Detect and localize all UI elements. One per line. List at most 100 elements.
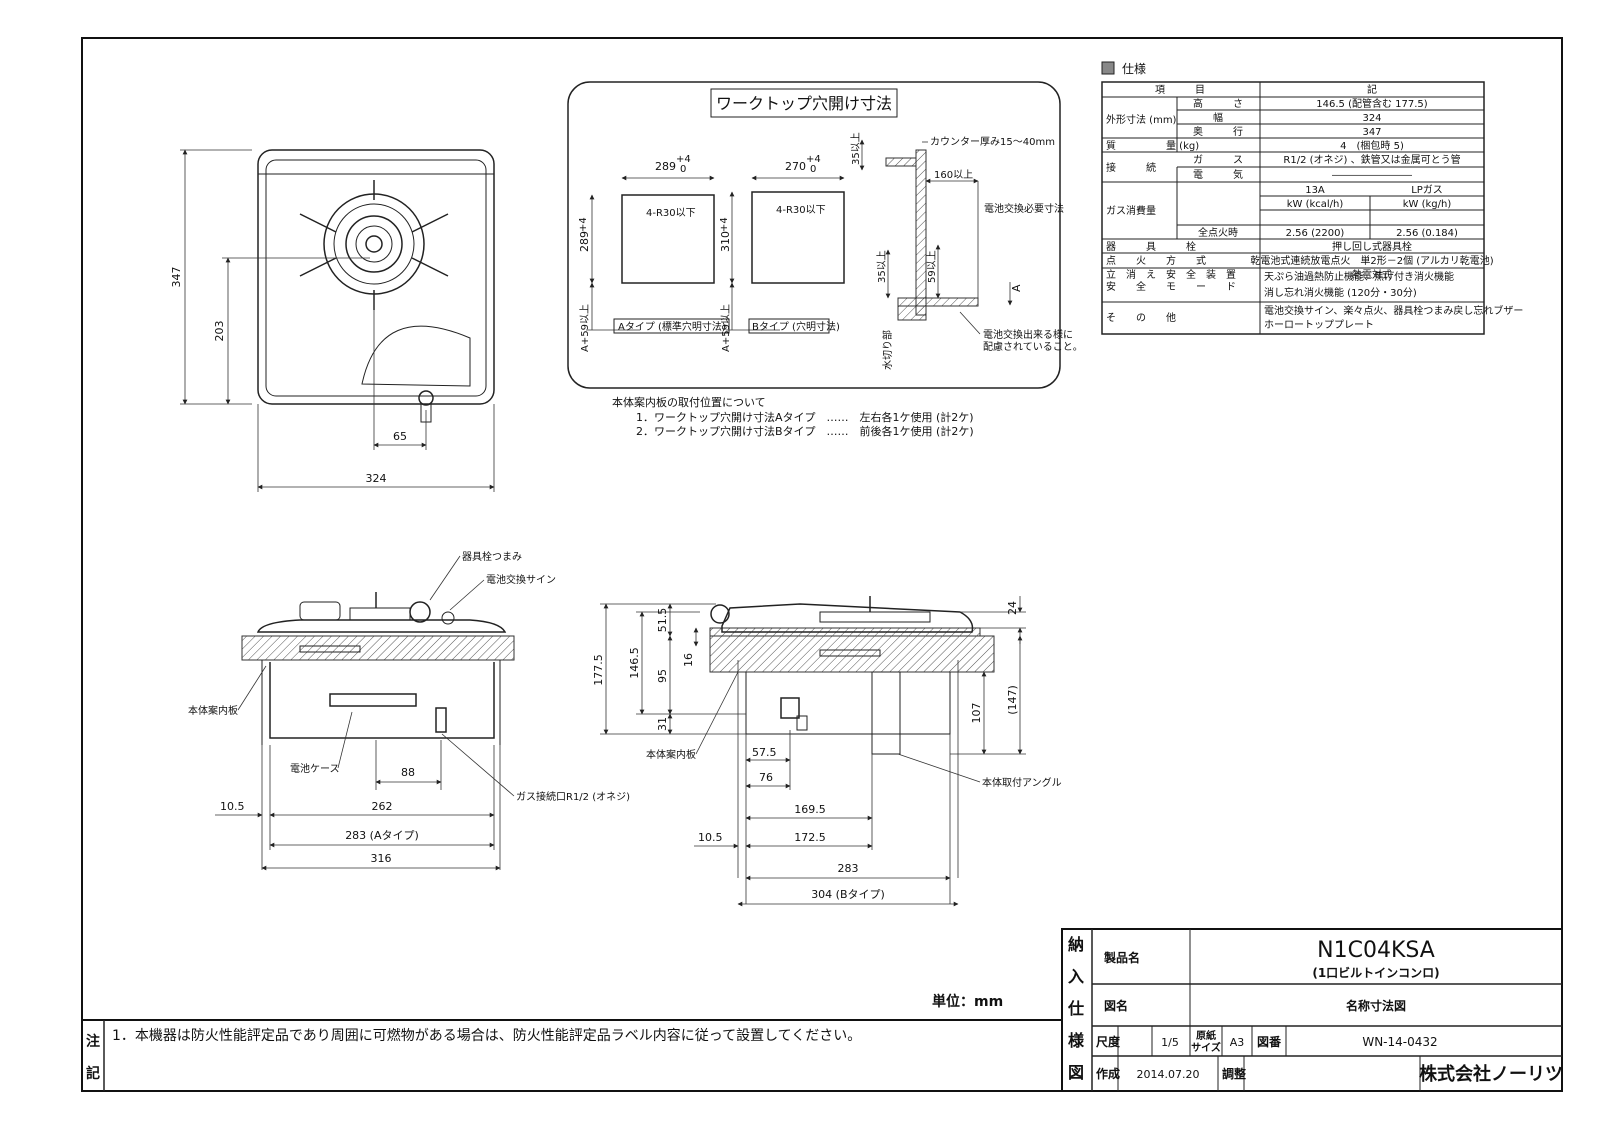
side-label-1: 納 [1068, 935, 1084, 954]
battery-space: 電池交換必要寸法 [984, 202, 1064, 215]
tol-zero-b-w: 0 [810, 164, 816, 175]
label-mount-angle: 本体取付アングル [982, 776, 1062, 789]
label-gas-conn: ガス接続口R1/2 (オネジ) [516, 790, 630, 803]
dim-35-upper: 35以上 [850, 132, 862, 165]
dim-95: 95 [656, 669, 669, 683]
cutout-b-offset: A+59以上 [720, 304, 732, 352]
dim-depth: 347 [170, 267, 183, 288]
spec-lp-full: 2.56 (0.184) [1396, 228, 1458, 239]
spec-13a-unit: kW (kcal/h) [1287, 199, 1344, 210]
tol-plus-a-d: +4 [578, 217, 589, 232]
spec-group-other: そ の 他 [1106, 311, 1176, 324]
spec-title: 仕様 [1122, 62, 1146, 76]
product-name-label: 製品名 [1103, 950, 1140, 965]
model-subtitle: (1口ビルトインコンロ) [1312, 965, 1439, 980]
side-label-4: 様 [1068, 1031, 1085, 1050]
front-view: 器具栓つまみ 電池交換サイン 本体案内板 電池ケース ガス接続口R1/2 (オネ… [188, 550, 630, 871]
drawing-title: 名称寸法図 [1346, 998, 1406, 1013]
spec-head-note: 記 [1367, 83, 1377, 96]
worktop-title: ワークトップ穴開け寸法 [716, 94, 892, 113]
dim-knob-offset: 65 [393, 430, 407, 443]
spec-value-other-1: 電池交換サイン、楽々点火、器具栓つまみ戻し忘れブザー [1264, 304, 1523, 317]
spec-value-other-2: ホーロートッププレート [1264, 319, 1374, 331]
spec-group-flame-safety: 立 消 え 安 全 装 置 [1106, 268, 1236, 281]
side-label-2: 入 [1068, 967, 1084, 986]
tol-plus-b-w: +4 [806, 154, 821, 165]
mount-note: 本体案内板の取付位置について 1．ワークトップ穴開け寸法Aタイプ …… 左右各1… [612, 395, 974, 438]
label-guide-plate-side: 本体案内板 [646, 748, 696, 761]
letter-a: A [1010, 284, 1023, 292]
spec-value-safety-2: 消し忘れ消火機能 (120分・30分) [1264, 286, 1417, 299]
dim-304b: 304 (Bタイプ) [811, 888, 885, 901]
label-battery-sign: 電池交換サイン [486, 573, 556, 586]
spec-value-safety-1: 天ぷら油過熱防止機能、焦げ付き消火機能 [1264, 270, 1454, 283]
spec-lp: LPガス [1411, 184, 1443, 196]
checked-label: 調整 [1222, 1066, 1246, 1081]
spec-13a-full: 2.56 (2200) [1286, 228, 1345, 239]
spec-value-gas: R1/2 (オネジ) 、鉄管又は金属可とう管 [1283, 153, 1460, 166]
spec-item-width: 幅 [1213, 111, 1223, 124]
dim-10-5-front: 10.5 [220, 800, 245, 813]
tol-zero-a-w: 0 [680, 164, 686, 175]
cutout-a-radius: 4-R30以下 [646, 208, 696, 219]
mount-note-line2: 2．ワークトップ穴開け寸法Bタイプ …… 前後各1ケ使用 (計2ケ) [636, 424, 974, 438]
dim-172-5: 172.5 [794, 831, 826, 844]
tol-plus-b-d: +4 [719, 217, 730, 232]
counter-section [915, 149, 927, 316]
spec-value-flame-safety: 熱電対式 [1352, 268, 1392, 281]
side-label-5: 図 [1068, 1063, 1084, 1082]
dim-35-lower: 35以上 [876, 250, 888, 283]
dim-169-5: 169.5 [794, 803, 826, 816]
dim-51-5: 51.5 [656, 608, 669, 633]
mount-angle [871, 671, 901, 755]
drawing-no-label: 図番 [1257, 1034, 1282, 1049]
spec-head-item: 項 目 [1155, 84, 1205, 96]
spec-group-mass: 質 量 (kg) [1106, 139, 1199, 152]
scale-label: 尺度 [1096, 1034, 1121, 1049]
knob-front [409, 601, 431, 623]
drawing-name-label: 図名 [1104, 998, 1128, 1013]
drawing-no: WN-14-0432 [1362, 1035, 1437, 1049]
side-view: 177.5 146.5 51.5 16 95 31 24 107 (147) 本… [592, 596, 1062, 907]
notes-label-2: 記 [86, 1065, 100, 1082]
spec-value-depth: 347 [1362, 127, 1381, 138]
unit-label: 単位：mm [932, 993, 1003, 1010]
dim-width: 324 [366, 472, 387, 485]
dim-160: 160以上 [934, 169, 973, 181]
spec-13a: 13A [1305, 185, 1325, 196]
dim-31: 31 [656, 717, 669, 731]
knob-top [418, 390, 434, 406]
dim-107: 107 [970, 703, 983, 724]
cutout-a [621, 194, 715, 284]
spec-group-gas-consumption: ガス消費量 [1106, 204, 1156, 217]
cutout-b-radius: 4-R30以下 [776, 205, 826, 216]
spec-value-mass: 4 (梱包時 5) [1340, 139, 1404, 152]
countertop-right [709, 635, 995, 673]
sheet-border [81, 37, 1563, 1092]
dim-59: 59以上 [926, 250, 938, 283]
tol-plus-a-w: +4 [676, 154, 691, 165]
scale-value: 1/5 [1161, 1036, 1179, 1049]
created-label: 作成 [1096, 1066, 1120, 1081]
spec-value-height: 146.5 (配管含む 177.5) [1316, 97, 1428, 110]
dim-16: 16 [682, 653, 695, 667]
counter-thickness: カウンター厚み15～40mm [930, 136, 1055, 148]
spec-lp-unit: kW (kg/h) [1403, 199, 1452, 210]
company-logo: 株式会社ノーリツ [1419, 1063, 1563, 1085]
notes-text: 1．本機器は防火性能評定品であり周囲に可燃物がある場合は、防火性能評定品ラベル内… [112, 1027, 861, 1044]
cutout-a-width: 289 [655, 160, 676, 173]
cutout-b-depth: 310 [719, 231, 732, 252]
worktop-panel: ワークトップ穴開け寸法 4-R30以下 289 +4 0 289 +4 A+59… [567, 81, 1083, 389]
notes-label-1: 注 [86, 1033, 100, 1050]
spec-item-full: 全点火時 [1198, 226, 1238, 239]
dim-88: 88 [401, 766, 415, 779]
cutout-a-offset: A+59以上 [579, 304, 591, 352]
dim-57-5: 57.5 [752, 746, 777, 759]
created-date: 2014.07.20 [1137, 1068, 1200, 1081]
dim-10-5-side: 10.5 [698, 831, 723, 844]
dim-76: 76 [759, 771, 773, 784]
model-number: N1C04KSA [1317, 938, 1435, 963]
dim-262: 262 [372, 800, 393, 813]
dim-146-5: 146.5 [628, 647, 641, 679]
